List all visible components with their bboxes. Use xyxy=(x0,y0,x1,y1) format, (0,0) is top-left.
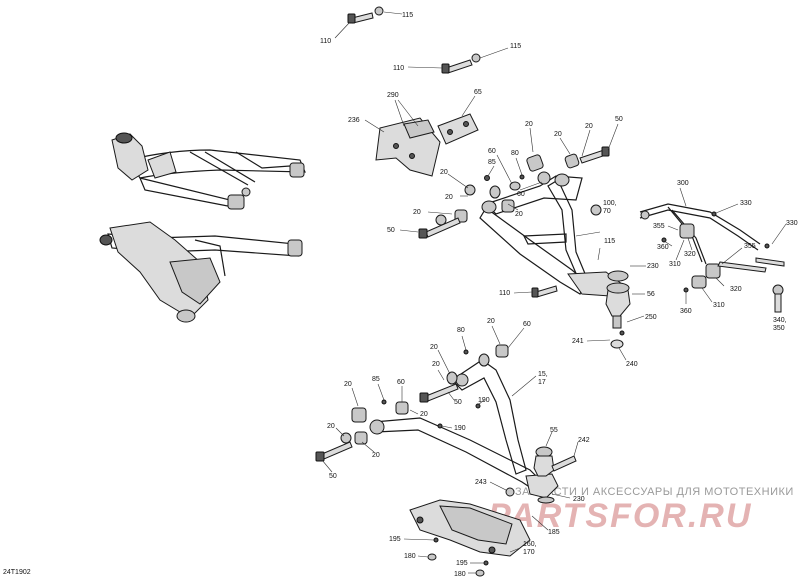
callout-230: 230 xyxy=(573,496,585,503)
callout-20: 20 xyxy=(413,209,421,216)
callout-115: 115 xyxy=(402,12,413,19)
callout-340-350-line2: 350 xyxy=(773,325,785,332)
callout-80: 80 xyxy=(457,327,465,334)
callout-110: 110 xyxy=(393,65,404,72)
callout-20: 20 xyxy=(440,169,448,176)
upper-arm-assembly-view xyxy=(111,132,306,210)
callout-55: 55 xyxy=(550,427,558,434)
callout-355: 355 xyxy=(653,223,665,230)
callout-20: 20 xyxy=(445,194,453,201)
callout-250: 250 xyxy=(645,314,657,321)
bracket-236 xyxy=(375,117,441,177)
callout-190: 190 xyxy=(478,397,490,404)
skid-guard xyxy=(409,499,531,557)
callout-330: 330 xyxy=(740,200,752,207)
callout-20: 20 xyxy=(515,211,523,218)
bolt-110-mid xyxy=(441,53,481,74)
callout-360: 360 xyxy=(680,308,692,315)
callout-60: 60 xyxy=(517,191,525,198)
callout-110: 110 xyxy=(499,290,510,297)
callout-110: 110 xyxy=(320,38,331,45)
callout-20: 20 xyxy=(372,452,380,459)
bolt-110-top xyxy=(347,6,384,24)
callout-60: 60 xyxy=(397,379,405,386)
callout-85: 85 xyxy=(488,159,496,166)
callout-330: 330 xyxy=(786,220,798,227)
ball-joint-55 xyxy=(533,446,577,477)
callout-15-17-line2: 17 xyxy=(538,379,546,386)
callout-50: 50 xyxy=(329,473,337,480)
bushing-set-lower xyxy=(315,344,509,462)
callout-100-70: 100, xyxy=(603,200,617,207)
callout-20: 20 xyxy=(554,131,562,138)
callout-56: 56 xyxy=(647,291,655,298)
watermark-tagline: ЗАПЧАСТИ И АКСЕССУАРЫ ДЛЯ МОТОТЕХНИКИ xyxy=(515,486,794,498)
callout-290: 290 xyxy=(387,92,399,99)
callout-340-350: 340, xyxy=(773,317,787,324)
callout-20: 20 xyxy=(432,361,440,368)
callout-65: 65 xyxy=(474,89,482,96)
bracket-65 xyxy=(437,113,479,145)
callout-20: 20 xyxy=(525,121,533,128)
upper-a-arm xyxy=(479,173,623,297)
watermark-logo: PARTSFOR.RU xyxy=(488,497,752,535)
callout-20: 20 xyxy=(487,318,495,325)
callout-115: 115 xyxy=(604,238,615,245)
callout-60: 60 xyxy=(488,148,496,155)
drawing-reference: 24T1902 xyxy=(3,569,31,576)
callout-85: 85 xyxy=(372,376,380,383)
callout-190: 190 xyxy=(454,425,466,432)
callout-100-70-line2: 70 xyxy=(603,208,611,215)
sway-bar xyxy=(639,203,785,313)
callout-50: 50 xyxy=(615,116,623,123)
callout-20: 20 xyxy=(585,123,593,130)
callout-20: 20 xyxy=(344,381,352,388)
callout-355: 355 xyxy=(744,243,756,250)
callout-180: 180 xyxy=(454,571,466,578)
callout-80: 80 xyxy=(511,150,519,157)
callout-242: 242 xyxy=(578,437,590,444)
callout-180: 180 xyxy=(404,553,416,560)
callout-185: 185 xyxy=(548,529,560,536)
callout-115: 115 xyxy=(510,43,521,50)
callout-243: 243 xyxy=(475,479,487,486)
callout-50: 50 xyxy=(454,399,462,406)
callout-236: 236 xyxy=(348,117,360,124)
ball-joint-56 xyxy=(605,270,631,349)
callout-320: 320 xyxy=(730,286,742,293)
callout-20: 20 xyxy=(420,411,428,418)
callout-60: 60 xyxy=(523,321,531,328)
callout-20: 20 xyxy=(430,344,438,351)
callout-195: 195 xyxy=(389,536,401,543)
callout-310: 310 xyxy=(669,261,681,268)
callout-195: 195 xyxy=(456,560,468,567)
callout-241: 241 xyxy=(572,338,584,345)
lower-arm-assembly-view xyxy=(99,221,303,323)
bushing-set-upper xyxy=(418,146,610,239)
callout-320: 320 xyxy=(684,251,696,258)
callout-15-17: 15, xyxy=(538,371,548,378)
callout-240: 240 xyxy=(626,361,638,368)
callout-160-170-line2: 170 xyxy=(523,549,535,556)
callout-160-170: 160, xyxy=(523,541,537,548)
callout-50: 50 xyxy=(387,227,395,234)
callout-20: 20 xyxy=(327,423,335,430)
callout-230: 230 xyxy=(647,263,659,270)
bolt-110-lower xyxy=(531,285,558,298)
callout-360: 360 xyxy=(657,244,669,251)
callout-310: 310 xyxy=(713,302,725,309)
callout-300: 300 xyxy=(677,180,689,187)
